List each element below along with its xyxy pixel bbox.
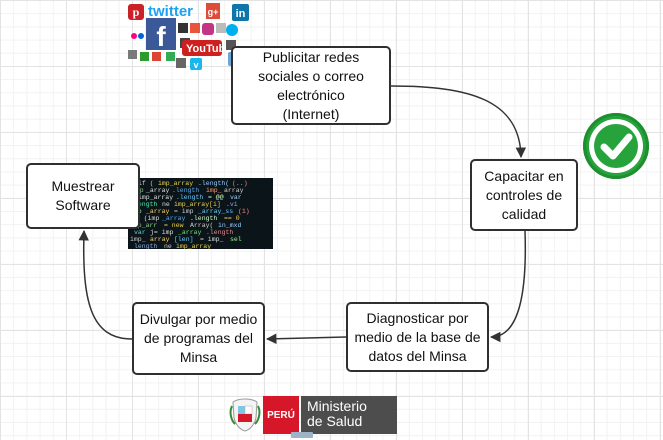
svg-text:p: p (133, 5, 140, 19)
skype-icon (226, 24, 238, 36)
svg-text:array: array (224, 187, 244, 194)
svg-text:if (: if ( (138, 180, 154, 187)
svg-text:.vi: .vi (226, 201, 238, 208)
node-capacitar: Capacitar en controles de calidad (470, 159, 578, 231)
pinterest-icon (128, 4, 144, 20)
svg-text:Array(: Array( (190, 222, 213, 229)
svg-text:var: var (134, 229, 146, 236)
svg-text:.length: .length (206, 229, 233, 236)
svg-text:_array: _array (145, 208, 170, 215)
svg-text:_array: _array (145, 187, 170, 194)
svg-text:Tube: Tube (206, 43, 231, 55)
peru-label: PERÚ (263, 396, 299, 434)
svg-text:.length(: .length( (198, 180, 229, 187)
svg-text:(..): (..) (232, 180, 248, 187)
flickr-icon (131, 33, 137, 39)
svg-text:You: You (186, 43, 206, 55)
vimeo-icon (190, 58, 202, 70)
instagram-icon (202, 23, 214, 35)
google-plus-icon (206, 3, 220, 19)
svg-text:= @@: = @@ (208, 194, 224, 201)
edge-diagnosticar-to-divulgar (265, 333, 347, 345)
svg-text:imp_arr: imp_arr (130, 222, 157, 229)
edge-publicitar-to-capacitar (390, 85, 527, 159)
svg-text:.length: .length (172, 187, 199, 194)
facebook-icon (146, 18, 176, 50)
svg-text:_array: _array (161, 215, 186, 222)
node-diagnosticar: Diagnosticar por medio de la base de dat… (346, 302, 489, 372)
svg-text:imp_array[i]: imp_array[i] (174, 201, 221, 208)
edge-divulgar-to-muestrear (78, 229, 133, 340)
svg-text:ne: ne (164, 243, 172, 249)
svg-text:(1): (1) (238, 208, 250, 215)
svg-text:sel: sel (230, 236, 242, 243)
scroll-handle[interactable] (291, 432, 313, 438)
svg-text:imp_: imp_ (130, 236, 146, 243)
code-screenshot: =if (imp_array.length((..) imp_array.len… (128, 178, 273, 249)
youtube-icon (182, 40, 222, 56)
svg-text:[len]: [len] (174, 236, 194, 243)
svg-text:.length: .length (190, 215, 217, 222)
svg-text:.length: .length (176, 194, 203, 201)
svg-text:f: f (156, 21, 166, 52)
twitter-icon: twitter (148, 3, 193, 20)
svg-text:= new: = new (164, 222, 184, 229)
svg-text:in: in (236, 8, 246, 20)
svg-text:imp_array: imp_array (176, 243, 211, 249)
svg-text:length: length (134, 243, 158, 249)
svg-text:if (imp: if (imp (132, 215, 159, 222)
svg-text:== 0: == 0 (224, 215, 240, 222)
edge-capacitar-to-diagnosticar (489, 230, 527, 343)
svg-text:imp_: imp_ (206, 187, 222, 194)
linkedin-icon (232, 4, 249, 21)
node-divulgar: Divulgar por medio de programas del Mins… (132, 302, 265, 375)
svg-text:= imp_: = imp_ (200, 236, 224, 243)
svg-text:array: array (150, 236, 170, 243)
svg-text:imp_array: imp_array (138, 194, 173, 201)
checkmark-icon (583, 113, 649, 179)
svg-text:ne: ne (162, 201, 170, 208)
svg-text:var: var (230, 194, 242, 201)
svg-text:= imp: = imp (174, 208, 194, 215)
svg-text:imp_array: imp_array (158, 180, 193, 187)
svg-text:g+: g+ (208, 7, 219, 17)
svg-text:_array_ss: _array_ss (197, 208, 233, 215)
svg-text:_array: _array (177, 229, 202, 236)
peru-coat-of-arms (229, 398, 261, 432)
ministry-label: Ministerio de Salud (301, 396, 397, 434)
svg-text:length: length (134, 201, 158, 208)
node-publicitar: Publicitar redes sociales o correo elect… (231, 46, 391, 125)
node-muestrear: Muestrear Software (26, 163, 140, 229)
svg-text:v: v (193, 60, 198, 70)
svg-text:in_mxd: in_mxd (218, 222, 242, 229)
svg-text:j= imp: j= imp (150, 229, 174, 236)
minsa-logo: PERÚ Ministerio de Salud (229, 396, 397, 434)
